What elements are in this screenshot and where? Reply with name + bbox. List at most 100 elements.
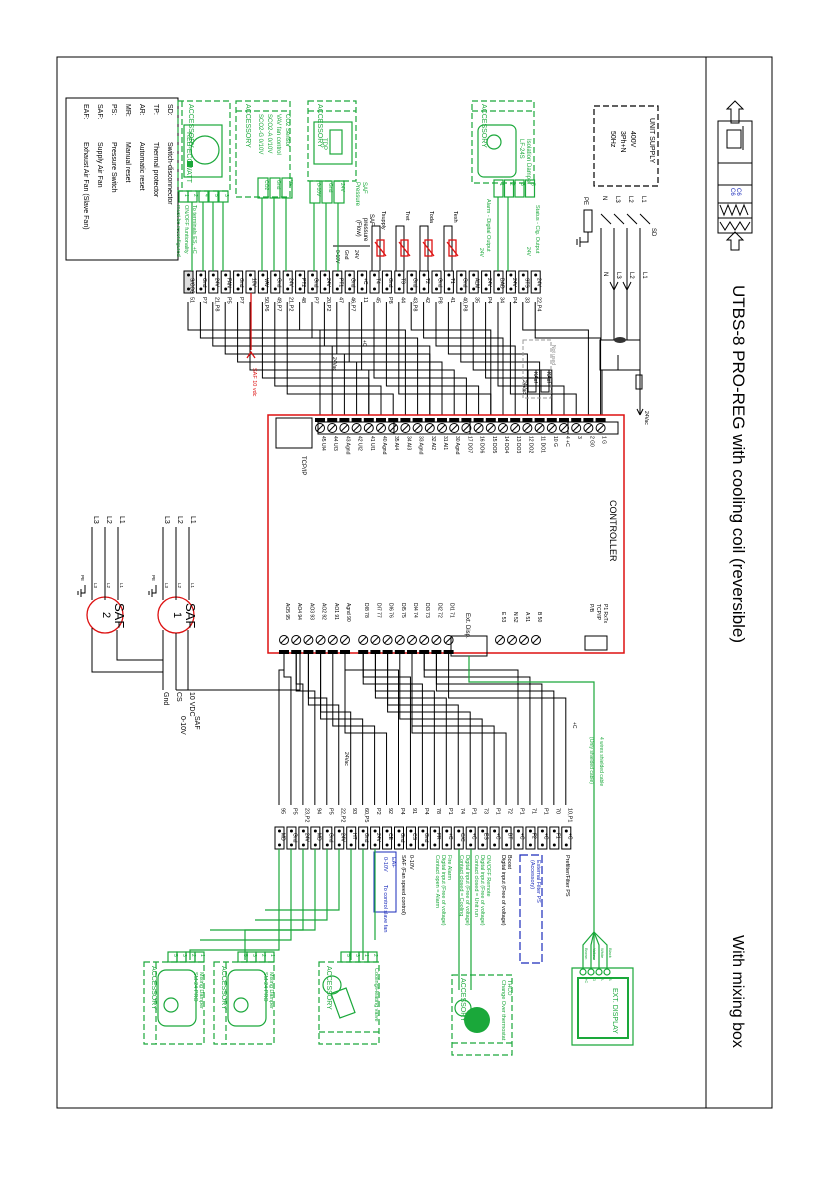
terminal-c[interactable]: +CP1: [537, 808, 549, 850]
controller-terminal[interactable]: 12 DO2: [522, 423, 534, 454]
controller-terminal[interactable]: 13 DO3: [510, 423, 522, 454]
terminal-cc[interactable]: C/C74: [453, 808, 465, 850]
terminal-screw: [469, 843, 473, 847]
fan-name: SAF: [183, 603, 198, 628]
terminal-label: 10V: [251, 278, 257, 288]
controller-terminal[interactable]: 44 UI3: [327, 423, 339, 451]
controller-terminal[interactable]: 40 Agnd: [376, 423, 388, 455]
controller-terminal[interactable]: 35 AI4: [388, 423, 400, 451]
controller-terminal[interactable]: 33 Agnd: [412, 423, 424, 455]
controller-terminal[interactable]: 11 DO1: [534, 423, 546, 454]
controller-terminal[interactable]: DI5 75: [394, 603, 406, 645]
controller-terminal[interactable]: 43 Agnd: [339, 423, 351, 455]
controller-terminal[interactable]: 30 Agnd: [449, 423, 461, 455]
controller-terminal[interactable]: 42 UI2: [351, 423, 363, 451]
controller-terminal[interactable]: 2 G0: [583, 423, 595, 448]
controller-terminal[interactable]: DI8 78: [358, 603, 370, 645]
controller-terminal[interactable]: 3: [571, 423, 583, 440]
controller-terminal[interactable]: DI7 77: [370, 603, 382, 645]
controller-terminal[interactable]: 10 G: [546, 423, 558, 447]
controller-terminal[interactable]: DI4 74: [407, 603, 419, 645]
controller-terminal[interactable]: 31 AI1: [437, 423, 449, 451]
controller-terminal[interactable]: DI3 73: [419, 603, 431, 645]
controller-terminal[interactable]: AO5 95: [279, 603, 291, 645]
controller-terminal[interactable]: 17 DO7: [461, 423, 473, 454]
controller-terminal[interactable]: Agnd 90: [340, 603, 352, 645]
terminal-c[interactable]: +C11: [357, 270, 369, 303]
controller-terminal[interactable]: 1 G: [595, 423, 607, 445]
terminal-screw: [278, 829, 281, 833]
bus-terminal[interactable]: E 53: [495, 612, 507, 645]
terminal-c[interactable]: +CP1: [489, 808, 501, 850]
terminal-c[interactable]: +CP1: [441, 808, 453, 850]
controller-terminal[interactable]: AO2 92: [315, 603, 327, 645]
terminal-label: HT: [351, 833, 357, 840]
bus-terminal[interactable]: N 52: [507, 612, 519, 645]
controller-terminal[interactable]: 32 AI2: [424, 423, 436, 451]
controller-terminal[interactable]: 14 DO4: [498, 423, 510, 454]
controller-terminal[interactable]: 15 DO5: [485, 423, 497, 454]
controller-terminal[interactable]: DI6 76: [382, 603, 394, 645]
terminal-label: ES: [483, 833, 489, 840]
controller-terminal[interactable]: AO3 93: [303, 603, 315, 645]
controller-terminal[interactable]: 34 AI3: [400, 423, 412, 451]
terminal-10v[interactable]: 10V: [245, 270, 257, 294]
bus-terminal[interactable]: B 50: [531, 612, 543, 645]
controller-terminal[interactable]: 41 UI1: [363, 423, 375, 451]
controller-terminal[interactable]: AO1 91: [327, 603, 339, 645]
controller-terminal[interactable]: 16 DO6: [473, 423, 485, 454]
tcpip-port[interactable]: [275, 417, 313, 449]
controller-terminal[interactable]: DI2 72: [431, 603, 443, 645]
terminal-c[interactable]: +C10,P1: [561, 808, 573, 850]
terminal-c[interactable]: +CP1: [513, 808, 525, 850]
terminal-c[interactable]: +CP1: [465, 808, 477, 850]
controller-terminal[interactable]: AO4 94: [291, 603, 303, 645]
bus-terminal[interactable]: A 51: [519, 612, 531, 645]
